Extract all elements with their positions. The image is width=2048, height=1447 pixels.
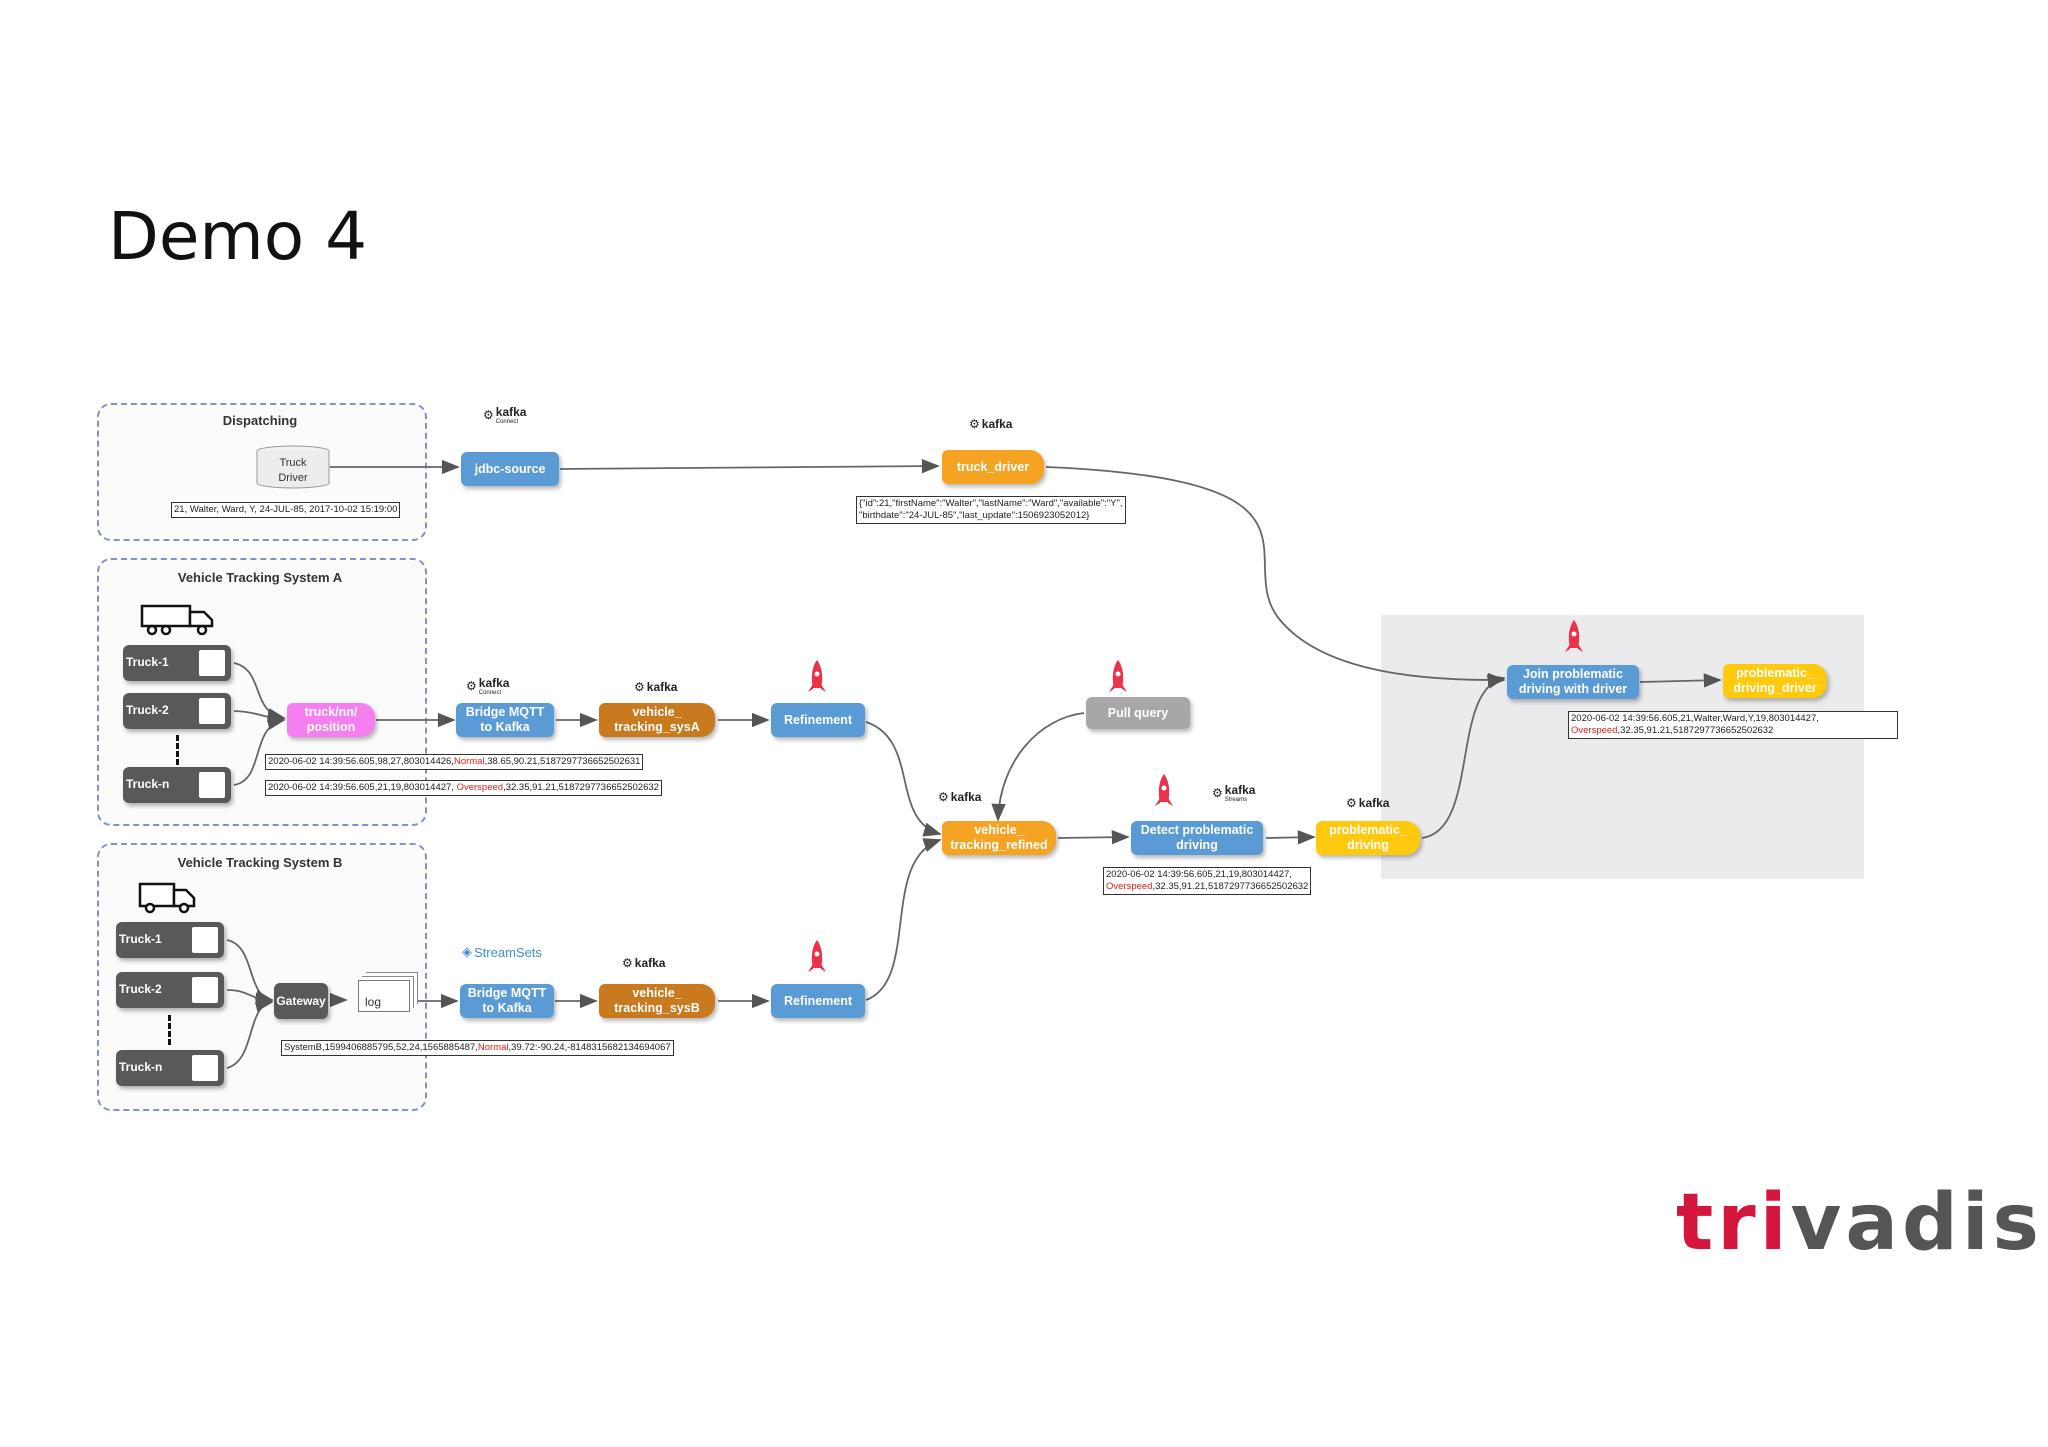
system-a-label: Vehicle Tracking System A [177,570,343,585]
truck-driver-json-sample: {"id":21,"firstName":"Walter","lastName"… [856,496,1126,524]
kafka-logo-sysB: ⚙kafka [622,956,666,970]
vehicle-tracking-sysB-topic[interactable]: vehicle_ tracking_sysB [599,984,715,1018]
kafka-icon: ⚙ [483,408,494,422]
pull-query-node[interactable]: Pull query [1086,697,1190,729]
streamsets-icon: ◈ [462,944,472,959]
gateway-node[interactable]: Gateway [274,983,328,1019]
database-icon [256,445,330,489]
jdbc-source-node[interactable]: jdbc-source [461,452,559,486]
kafka-icon: ⚙ [466,679,477,693]
sensor-icon [192,927,218,953]
kafka-logo-refined: ⚙kafka [938,790,982,804]
join-problematic-node[interactable]: Join problematic driving with driver [1507,665,1639,699]
slide-title: Demo 4 [108,198,368,275]
detect-sample: 2020-06-02 14:39:56.605,21,19,803014427,… [1103,867,1312,895]
edge-truck1a-mqtt [233,662,286,723]
kafka-icon: ⚙ [622,956,633,970]
rocket-icon [1565,620,1583,652]
sensor-icon [199,698,225,724]
truck-driver-db-label: Truck Driver [278,457,308,484]
join-sample: 2020-06-02 14:39:56.605,21,Walter,Ward,Y… [1568,711,1898,739]
system-b-sample: SystemB,1599406885795,52,24,1565885487,N… [281,1040,674,1056]
kafka-icon: ⚙ [634,680,645,694]
kafka-logo-problematic: ⚙kafka [1346,796,1390,810]
lorry-icon [140,604,214,636]
kafka-logo-sysA: ⚙kafka [634,680,678,694]
detect-problematic-node[interactable]: Detect problematic driving [1131,821,1263,855]
dispatching-label: Dispatching [222,413,298,428]
truck-b-2[interactable]: Truck-2 [116,972,224,1008]
streamsets-logo: ◈StreamSets [462,944,542,960]
refinement-b-node[interactable]: Refinement [771,984,865,1018]
system-a-sample-2: 2020-06-02 14:39:56.605,21,19,803014427,… [265,780,662,796]
edge-refineB-refined [865,838,942,1001]
edge-truckn-gw [226,997,274,1069]
truck-a-1[interactable]: Truck-1 [123,645,231,681]
edge-refined-detect [1057,830,1130,845]
edge-pull-refined [991,712,1085,822]
bridge-mqtt-b-node[interactable]: Bridge MQTT to Kafka [460,984,554,1018]
edge-problematic-join [1421,674,1506,839]
db-row-sample: 21, Walter, Ward, Y, 24-JUL-85, 2017-10-… [171,502,401,518]
log-file-icon [358,980,410,1012]
kafka-icon: ⚙ [938,790,949,804]
rocket-icon [1155,774,1173,806]
rocket-icon [1109,660,1127,692]
kafka-logo-truckdriver: ⚙kafka [969,417,1013,431]
edge-jdbc-truckdriver [559,458,940,474]
truck-driver-topic[interactable]: truck_driver [942,450,1044,484]
mqtt-topic-node[interactable]: truck/nn/ position [287,703,375,737]
rocket-icon [808,660,826,692]
refinement-a-node[interactable]: Refinement [771,703,865,737]
truck-a-2[interactable]: Truck-2 [123,693,231,729]
vehicle-tracking-sysA-topic[interactable]: vehicle_ tracking_sysA [599,703,715,737]
truck-b-n[interactable]: Truck-n [116,1050,224,1086]
truck-a-n[interactable]: Truck-n [123,767,231,803]
kafka-icon: ⚙ [969,417,980,431]
trivadis-logo: trivadis [1676,1178,2043,1268]
edge-detect-problematic [1265,830,1316,845]
more-trucks-divider [176,735,182,765]
van-icon [138,882,196,914]
kafka-icon: ⚙ [1346,796,1357,810]
bridge-mqtt-a-node[interactable]: Bridge MQTT to Kafka [456,703,554,737]
edge-refineA-refined [865,721,942,837]
sensor-icon [192,1055,218,1081]
more-trucks-divider [168,1015,174,1045]
edge-join-problematicdriver [1639,673,1722,688]
join-highlight-area [1381,615,1864,879]
rocket-icon [808,940,826,972]
kafka-icon: ⚙ [1212,786,1223,800]
log-label: log [364,995,381,1009]
truck-b-1[interactable]: Truck-1 [116,922,224,958]
sensor-icon [199,650,225,676]
problematic-driving-topic[interactable]: problematic_ driving [1316,821,1420,855]
edge-truckna-mqtt [233,715,286,786]
problematic-driving-driver-topic[interactable]: problematic_ driving_driver [1723,664,1827,698]
sensor-icon [192,977,218,1003]
edge-truck2a-mqtt [233,710,286,726]
system-a-sample-1: 2020-06-02 14:39:56.605,98,27,803014426,… [265,754,644,770]
dispatching-group [97,403,427,541]
edge-truckdriver-join [1045,466,1506,688]
vehicle-tracking-refined-topic[interactable]: vehicle_ tracking_refined [942,821,1056,855]
system-b-label: Vehicle Tracking System B [177,855,343,870]
sensor-icon [199,772,225,798]
